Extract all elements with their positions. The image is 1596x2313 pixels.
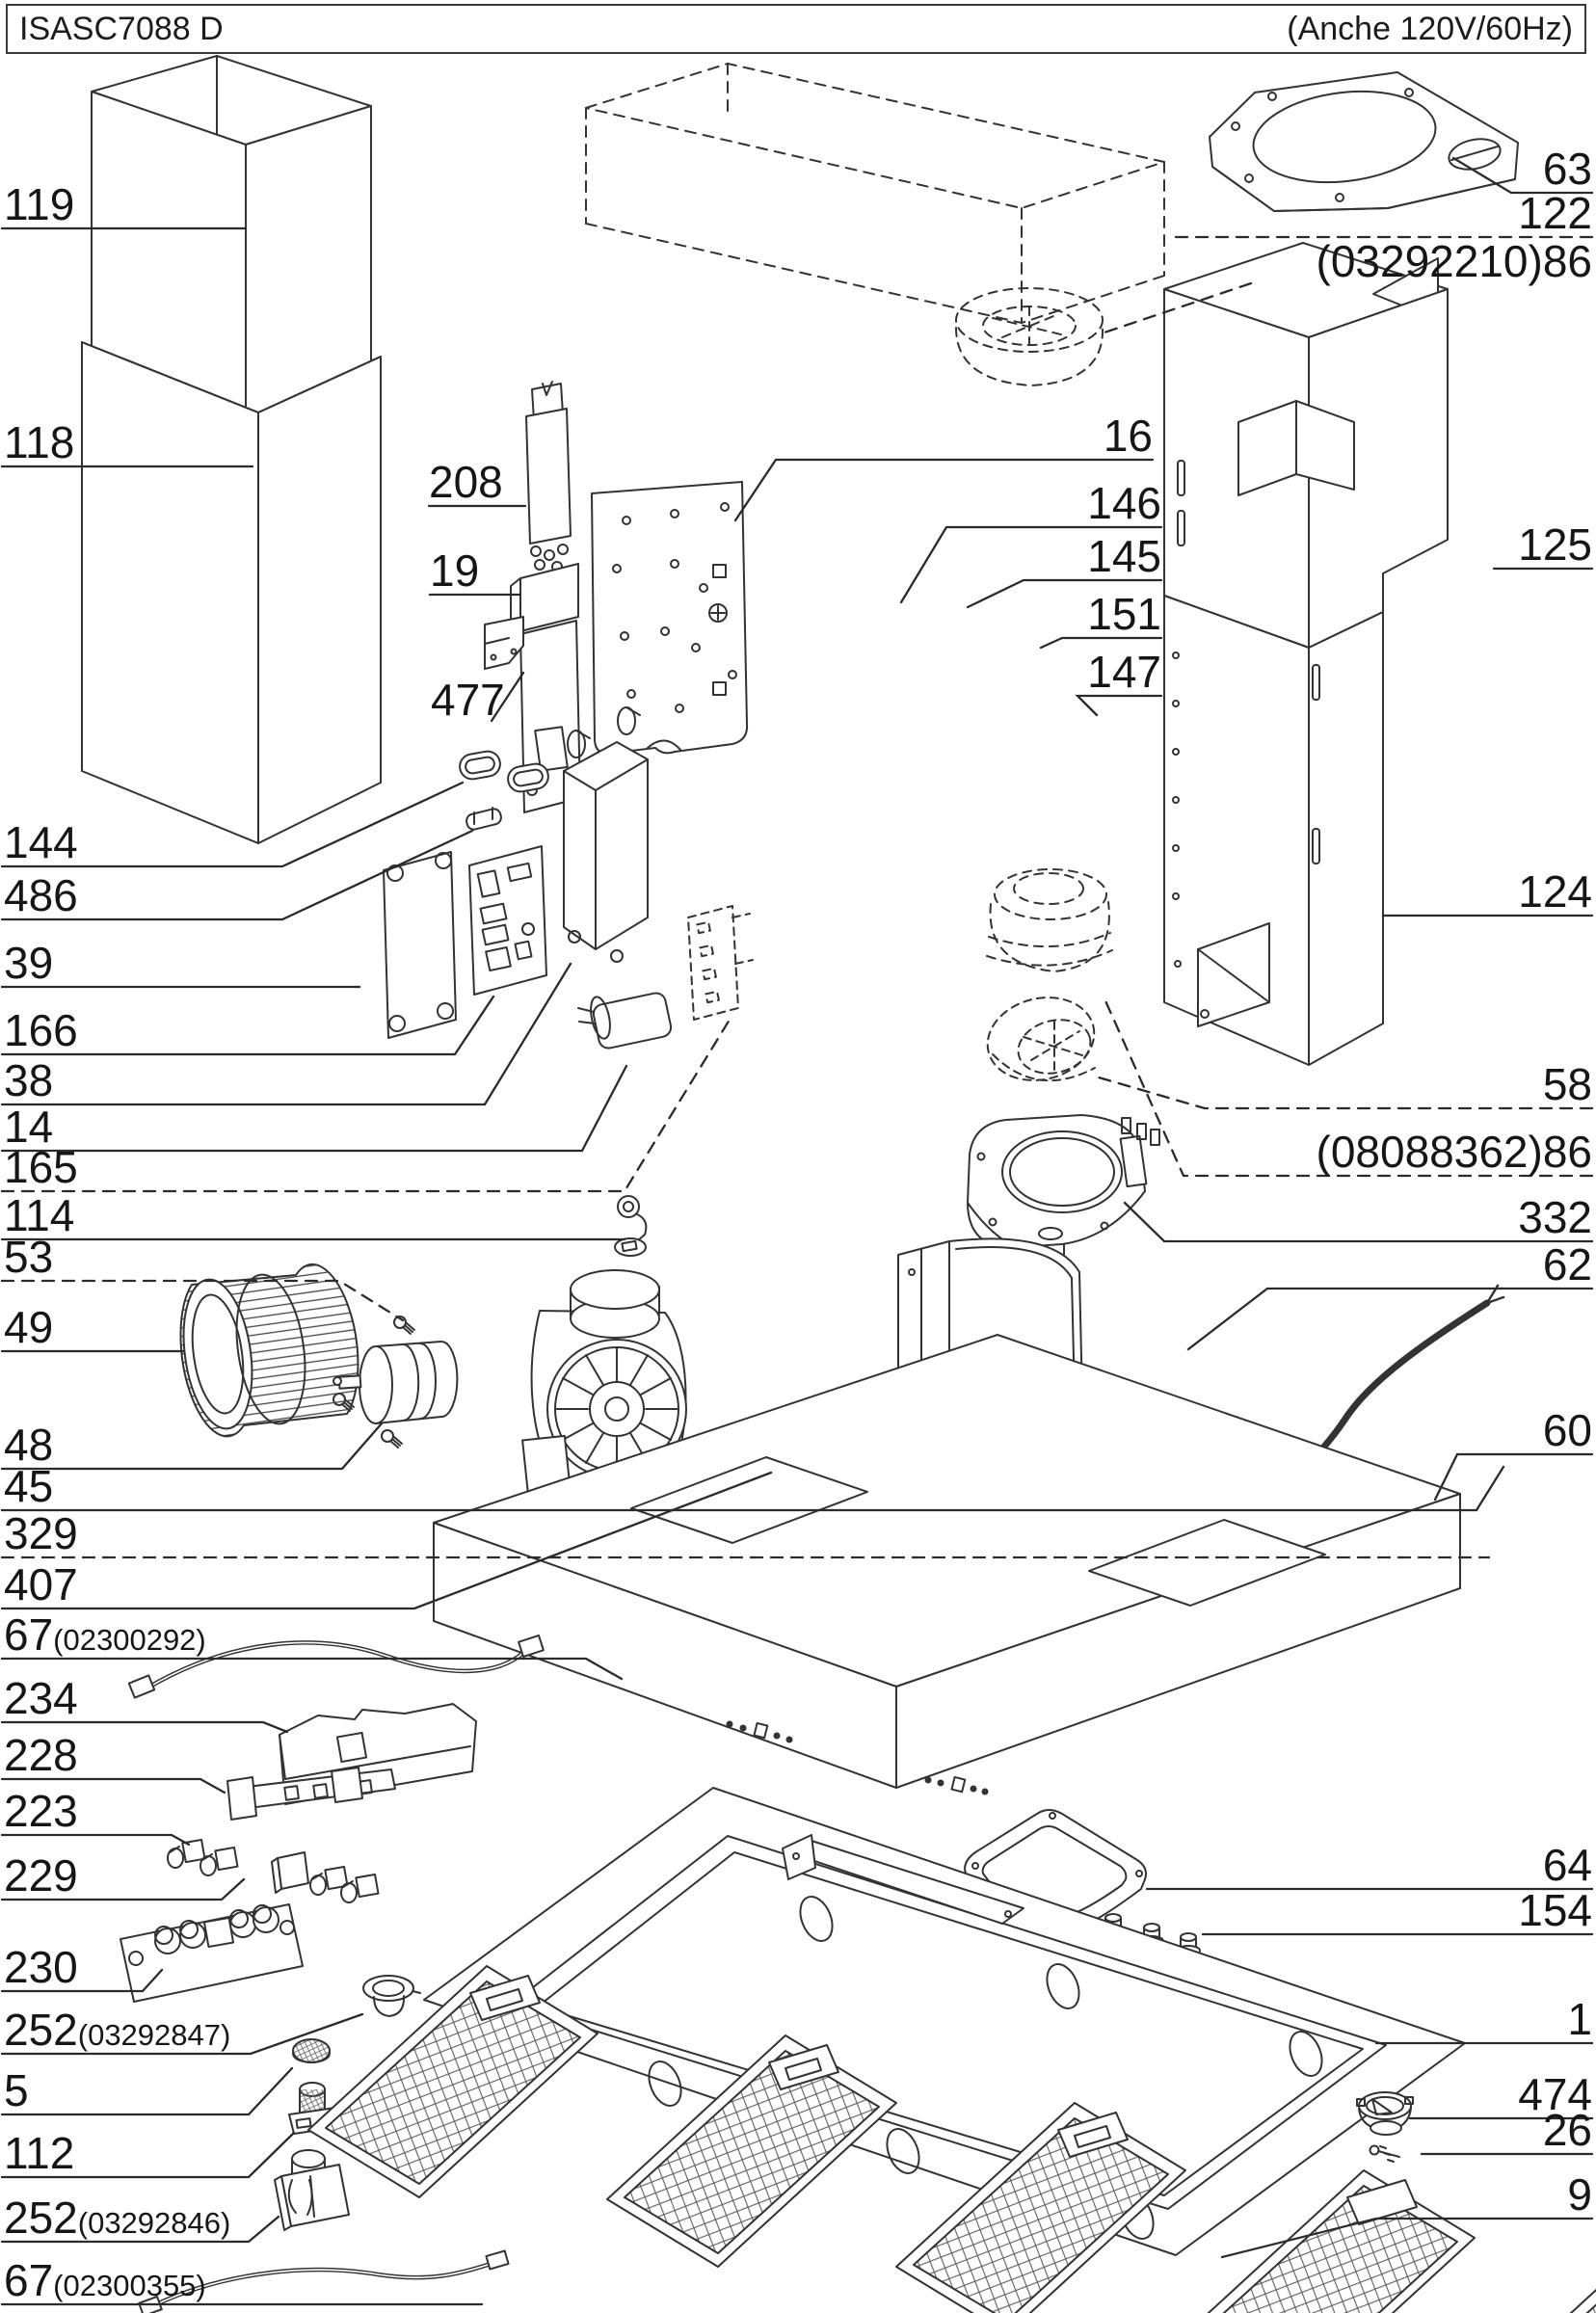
capacitor-14 <box>577 992 673 1050</box>
part-label-118: 118 <box>4 417 75 467</box>
part-label-112: 112 <box>4 2128 75 2178</box>
part-label-474: 474 <box>1518 2069 1592 2119</box>
filter-panel <box>1569 2288 1596 2313</box>
part-label-223: 223 <box>4 1786 78 1836</box>
part-label-45: 45 <box>4 1461 54 1511</box>
part-label-228: 228 <box>4 1730 78 1780</box>
part-label-5: 5 <box>4 2065 29 2115</box>
part-label-60: 60 <box>1542 1405 1592 1455</box>
voltage-variant: (Anche 120V/60Hz) <box>1287 10 1573 47</box>
part-label-86-03292210: (03292210)86 <box>1316 236 1592 286</box>
part-label-19: 19 <box>430 545 480 596</box>
part-label-229: 229 <box>4 1850 78 1901</box>
part-label-208: 208 <box>429 457 503 507</box>
title-bar: ISASC7088 D (Anche 120V/60Hz) <box>6 4 1586 54</box>
flat-cable-67-02300355 <box>138 2249 510 2313</box>
duct-ring-dashed-86 <box>955 287 1104 386</box>
chimney-right-upper-125 <box>1163 242 1449 649</box>
fuse-486 <box>466 807 502 831</box>
part-label-9: 9 <box>1567 2169 1592 2220</box>
part-label-38: 38 <box>4 1055 54 1105</box>
part-label-16: 16 <box>1103 411 1153 461</box>
part-label-114: 114 <box>4 1190 75 1240</box>
filter-panel <box>895 2102 1186 2313</box>
clip-477 <box>484 616 524 670</box>
screw-26 <box>1369 2144 1400 2163</box>
hook-clamp-114 <box>614 1195 648 1257</box>
part-label-147: 147 <box>1087 647 1161 697</box>
part-label-39: 39 <box>4 938 54 988</box>
spacer-ring-252-03292847 <box>362 1975 421 2017</box>
model-number: ISASC7088 D <box>19 10 224 47</box>
part-label-26: 26 <box>1542 2105 1592 2155</box>
leader-lines <box>0 156 1594 2306</box>
chimney-lower-section-118 <box>81 341 382 844</box>
valve-cover-dashed-58 <box>986 997 1096 1082</box>
part-label-151: 151 <box>1087 589 1161 639</box>
filter-disc-5 <box>292 2038 331 2063</box>
lamp-474 <box>1356 2091 1414 2136</box>
flat-cable-67-02300292 <box>127 1634 545 1699</box>
mounting-plate-16 <box>591 481 749 755</box>
motor-48 <box>332 1341 459 1424</box>
part-label-165: 165 <box>4 1142 78 1192</box>
capacitor-208 <box>525 381 572 572</box>
part-label-230: 230 <box>4 1942 78 1992</box>
part-label-63: 63 <box>1542 144 1592 194</box>
part-label-124: 124 <box>1518 866 1592 917</box>
blower-wheel-49 <box>179 1263 359 1438</box>
part-label-332: 332 <box>1518 1192 1592 1242</box>
part-label-67-02300292: 67(02300292) <box>4 1609 206 1660</box>
fan-volute-45 <box>521 1269 687 1519</box>
part-label-146: 146 <box>1087 478 1161 528</box>
part-label-252-03292847: 252(03292847) <box>4 2005 231 2055</box>
switch-strip-228 <box>226 1767 396 1821</box>
part-label-234: 234 <box>4 1673 78 1723</box>
buttons-223 <box>167 1838 239 1876</box>
filter-panel <box>307 1965 598 2198</box>
control-pcb-166 <box>468 845 547 996</box>
bottom-frame-1 <box>423 1787 1466 2256</box>
grease-filters-9 <box>307 1965 1596 2313</box>
part-label-407: 407 <box>4 1559 78 1609</box>
buttons-229 <box>271 1851 380 1903</box>
part-label-145: 145 <box>1087 531 1161 581</box>
part-label-125: 125 <box>1518 519 1592 570</box>
part-label-86-08088362: (08088362)86 <box>1316 1127 1592 1177</box>
flange-plate-332 <box>967 1114 1160 1260</box>
pcb-cover-39 <box>383 851 457 1039</box>
part-label-486: 486 <box>4 870 78 920</box>
reducer-dashed-86 <box>986 868 1113 972</box>
packing-carton-dashed <box>585 63 1165 324</box>
part-label-252-03292846: 252(03292846) <box>4 2193 231 2243</box>
part-label-49: 49 <box>4 1302 54 1352</box>
part-label-14: 14 <box>4 1102 54 1152</box>
part-label-58: 58 <box>1542 1059 1592 1109</box>
part-label-64: 64 <box>1542 1840 1592 1890</box>
light-fixture-252-03292846 <box>274 2149 350 2231</box>
part-label-48: 48 <box>4 1420 54 1470</box>
grommets-144 <box>459 750 549 793</box>
part-label-166: 166 <box>4 1005 78 1055</box>
part-label-329: 329 <box>4 1508 78 1558</box>
connector-panel-165-dashed <box>687 905 754 1021</box>
filter-panel <box>606 2034 897 2268</box>
relay-housing-38 <box>563 706 649 963</box>
part-label-62: 62 <box>1542 1239 1592 1289</box>
part-label-122: 122 <box>1518 188 1592 238</box>
part-label-477: 477 <box>431 675 505 725</box>
chimney-right-lower-124 <box>1163 595 1384 1066</box>
part-label-67-02300355: 67(02300355) <box>4 2255 206 2305</box>
part-label-1: 1 <box>1567 1994 1592 2044</box>
control-panel-230 <box>120 1903 304 2003</box>
part-label-119: 119 <box>4 179 75 229</box>
part-label-154: 154 <box>1518 1885 1592 1935</box>
top-plate-63 <box>1209 71 1519 212</box>
part-label-53: 53 <box>4 1232 54 1282</box>
part-label-144: 144 <box>4 817 78 867</box>
